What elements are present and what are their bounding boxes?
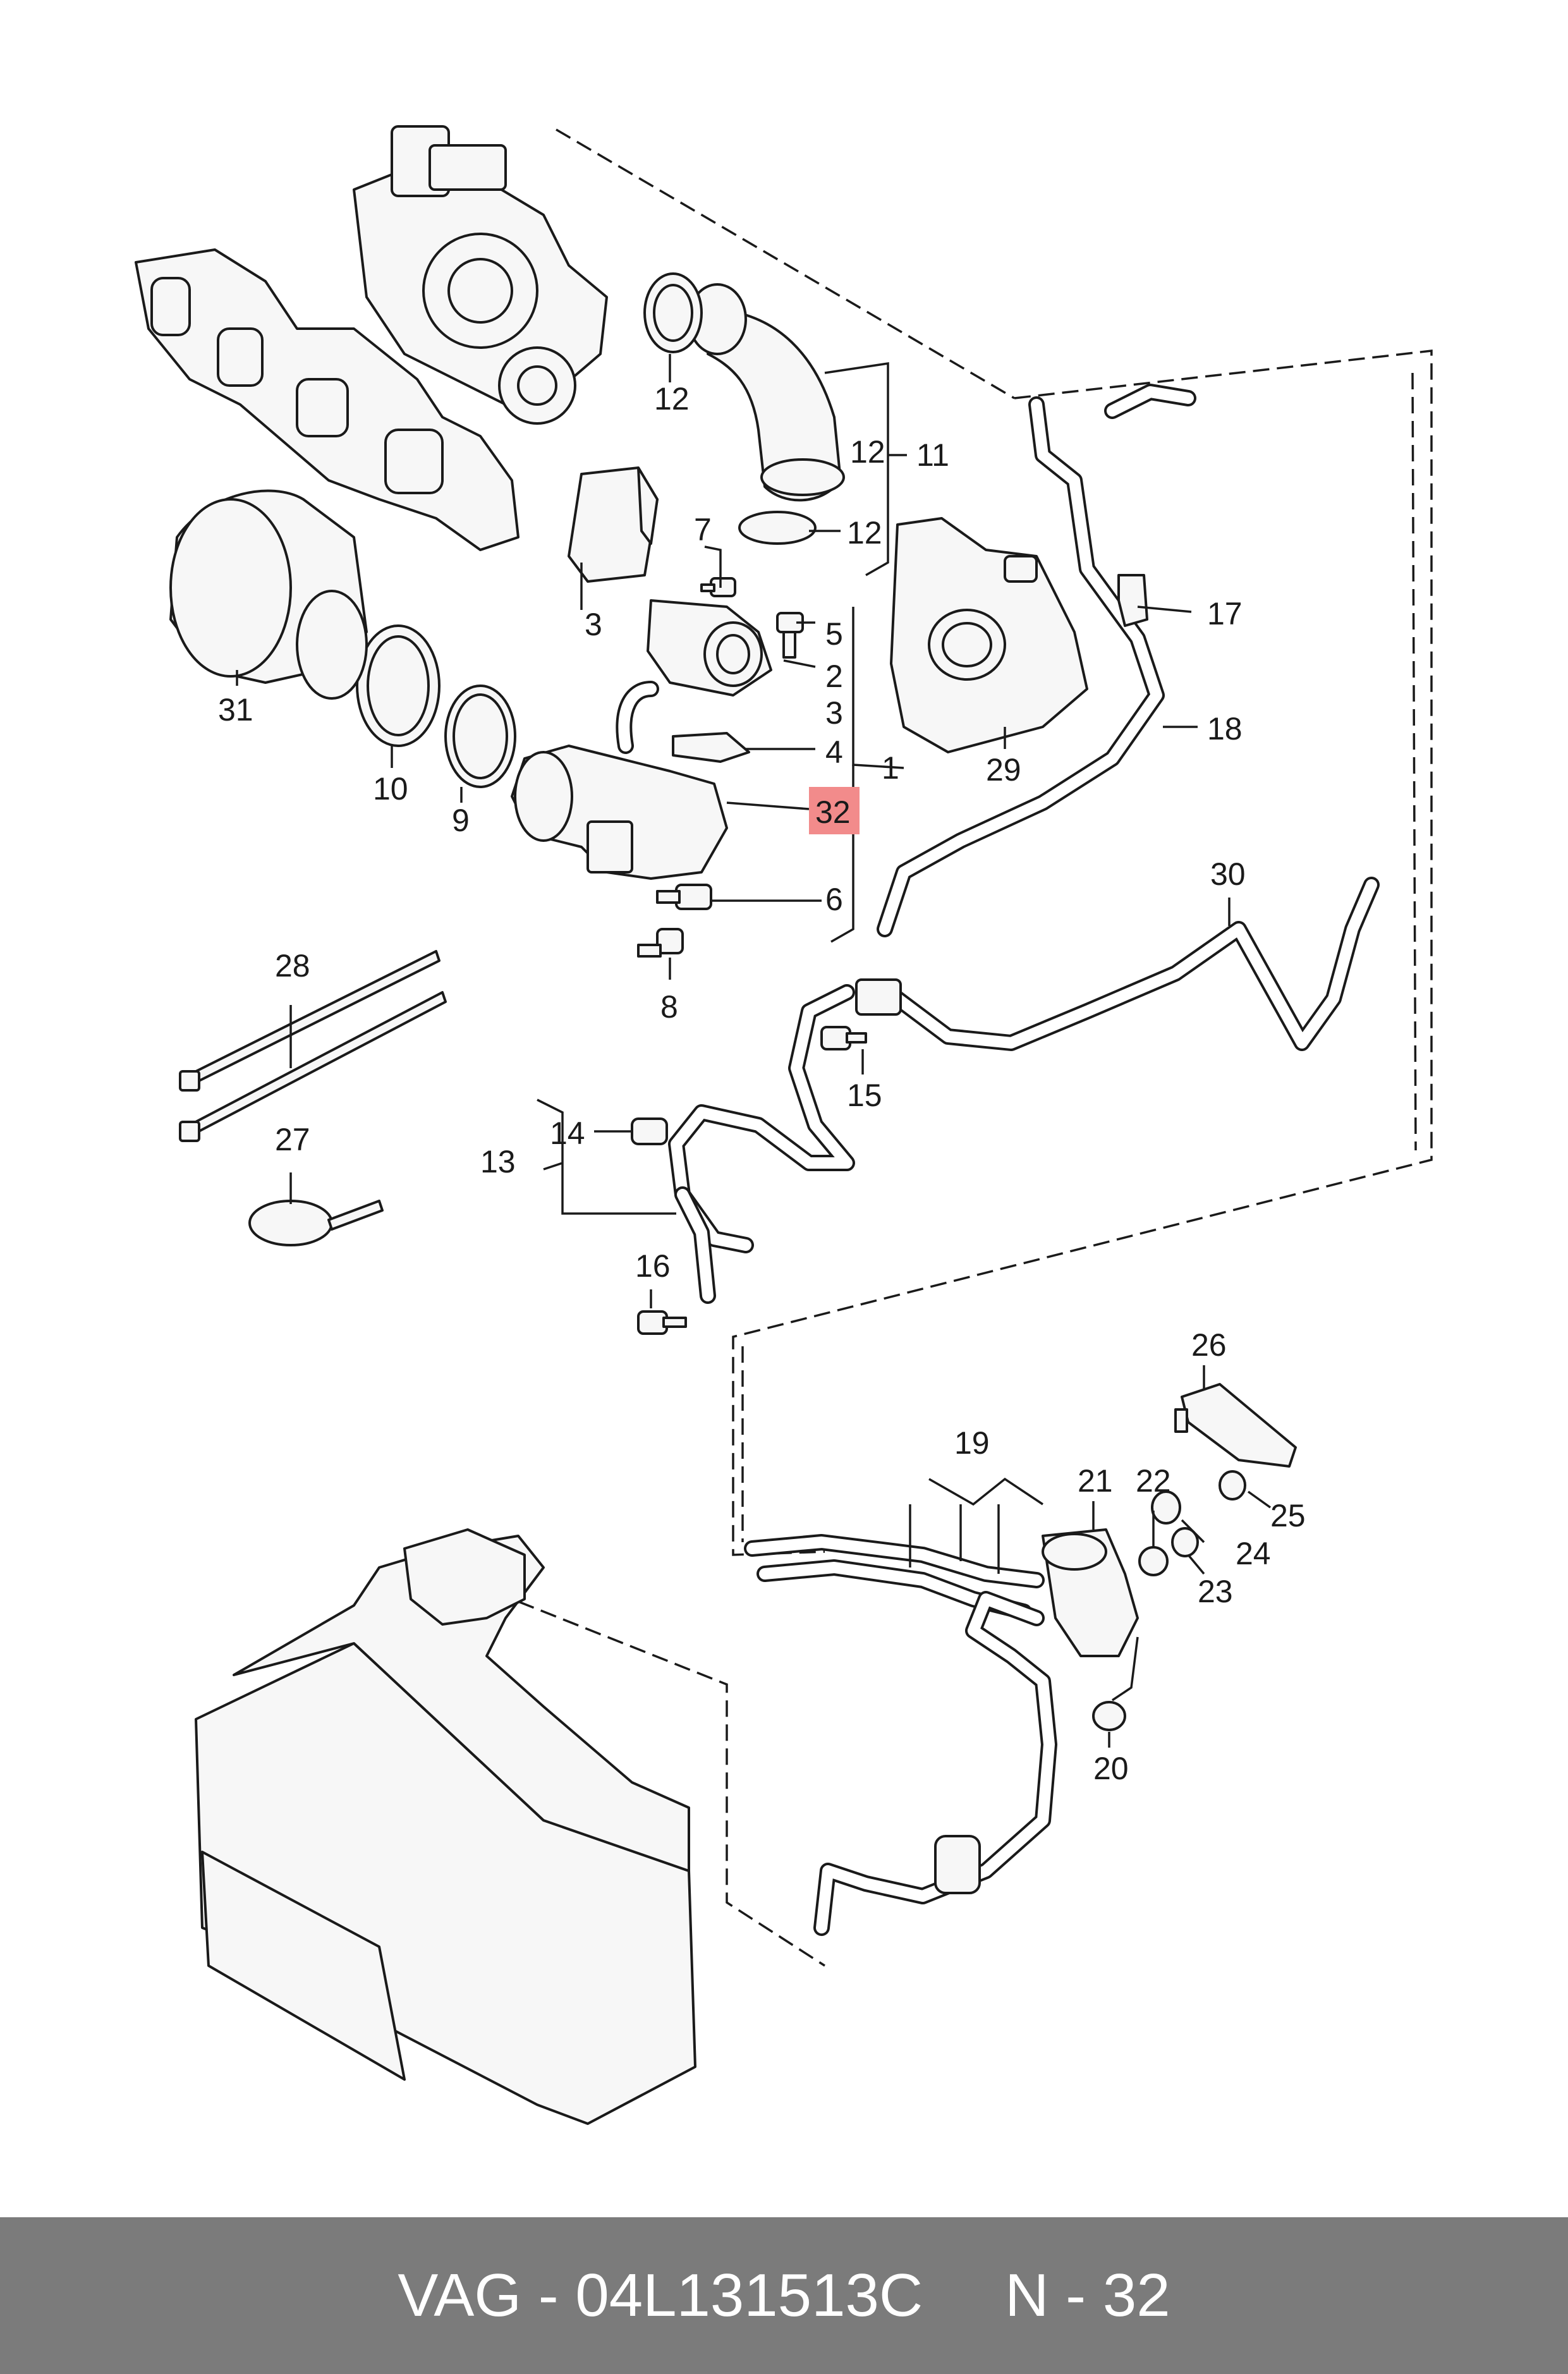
hose-clamp-12-upper bbox=[643, 272, 703, 353]
callout-8: 8 bbox=[660, 989, 678, 1025]
exploded-parts-diagram: 12 12 11 12 7 3 5 2 3 4 1 32 6 8 31 10 9… bbox=[135, 125, 1433, 2125]
hose-clamp-10 bbox=[356, 624, 441, 747]
bracket-26 bbox=[1174, 1383, 1297, 1468]
callout-32: 32 bbox=[815, 794, 851, 830]
assembly-boundary-upper bbox=[556, 128, 1433, 1556]
washer-25 bbox=[1219, 1470, 1246, 1500]
hose-clamp-12-lower bbox=[738, 511, 817, 545]
cable-tie-28 bbox=[179, 950, 447, 1142]
charge-air-hose-11 bbox=[688, 283, 845, 502]
callout-10: 10 bbox=[373, 771, 408, 807]
control-unit-3 bbox=[568, 466, 659, 583]
washer-23 bbox=[1171, 1527, 1199, 1557]
callout-12-middle: 12 bbox=[850, 434, 885, 470]
vacuum-line-13 bbox=[668, 984, 855, 1304]
spacer-24 bbox=[1151, 1490, 1181, 1525]
callout-3-left: 3 bbox=[585, 607, 602, 642]
callout-14: 14 bbox=[550, 1116, 585, 1151]
highlight-callout-32 bbox=[809, 787, 860, 834]
callout-24: 24 bbox=[1236, 1536, 1271, 1571]
cable-tie-27 bbox=[248, 1200, 384, 1246]
callout-5: 5 bbox=[825, 616, 843, 652]
gasket-9 bbox=[444, 685, 516, 788]
washer-22 bbox=[1138, 1546, 1169, 1576]
callout-2: 2 bbox=[825, 659, 843, 694]
callout-22: 22 bbox=[1136, 1463, 1171, 1499]
throttle-valve-housing-2 bbox=[647, 599, 772, 697]
part-number: VAG - 04L131513C bbox=[398, 2261, 923, 2329]
callout-21: 21 bbox=[1078, 1463, 1113, 1499]
callout-12-lower: 12 bbox=[847, 515, 882, 551]
t-piece-connector bbox=[855, 978, 902, 1016]
callout-12-upper: 12 bbox=[654, 381, 690, 417]
callout-29: 29 bbox=[986, 752, 1021, 788]
callout-11: 11 bbox=[916, 437, 949, 473]
part-number-footer: VAG - 04L131513C N - 32 bbox=[0, 2217, 1568, 2374]
air-filter-housing bbox=[195, 1528, 696, 2125]
callout-30: 30 bbox=[1210, 856, 1246, 892]
assembly-boundary-inner bbox=[741, 372, 1417, 1542]
vacuum-line-18 bbox=[877, 384, 1196, 937]
vacuum-line-30 bbox=[889, 877, 1380, 1051]
callout-26: 26 bbox=[1191, 1327, 1227, 1363]
callout-18: 18 bbox=[1207, 711, 1243, 746]
turbocharger-assembly bbox=[135, 125, 608, 551]
nut-20 bbox=[1092, 1701, 1126, 1731]
clip-17 bbox=[1117, 574, 1148, 627]
callout-6: 6 bbox=[825, 882, 843, 917]
callout-19: 19 bbox=[954, 1425, 990, 1461]
assembly-boundary-lower bbox=[495, 1592, 825, 1967]
callout-20: 20 bbox=[1093, 1751, 1129, 1786]
leader-lines bbox=[236, 354, 1272, 1748]
bolt-5 bbox=[776, 612, 804, 659]
gasket-4 bbox=[672, 732, 750, 763]
solenoid-valve-21 bbox=[1042, 1528, 1139, 1657]
bolt-8 bbox=[637, 928, 684, 958]
bolt-6 bbox=[656, 884, 712, 910]
bolt-15 bbox=[820, 1026, 867, 1050]
callout-17: 17 bbox=[1207, 596, 1243, 631]
vacuum-lines-19 bbox=[744, 1534, 1057, 1936]
callout-labels: 12 12 11 12 7 3 5 2 3 4 1 32 6 8 31 10 9… bbox=[218, 381, 1306, 1786]
callout-15: 15 bbox=[847, 1078, 882, 1113]
callout-23: 23 bbox=[1198, 1574, 1233, 1609]
bolt-7 bbox=[700, 577, 736, 597]
callout-13: 13 bbox=[480, 1144, 516, 1179]
callout-3-right: 3 bbox=[825, 695, 843, 731]
callout-1: 1 bbox=[882, 750, 899, 786]
callout-25: 25 bbox=[1270, 1498, 1306, 1533]
intake-connecting-pipe-32 bbox=[511, 681, 728, 880]
clip-14 bbox=[631, 1117, 668, 1145]
callout-27: 27 bbox=[275, 1122, 310, 1157]
callout-4: 4 bbox=[825, 734, 843, 770]
callout-9: 9 bbox=[452, 803, 470, 838]
air-duct-31 bbox=[169, 489, 368, 700]
callout-28: 28 bbox=[275, 948, 310, 983]
callout-16: 16 bbox=[635, 1248, 671, 1284]
callout-7: 7 bbox=[694, 512, 712, 547]
bolt-16 bbox=[637, 1310, 687, 1335]
cylinder-head-cover-29 bbox=[890, 517, 1088, 753]
callout-31: 31 bbox=[218, 692, 253, 727]
position-label: N - 32 bbox=[1005, 2261, 1170, 2329]
